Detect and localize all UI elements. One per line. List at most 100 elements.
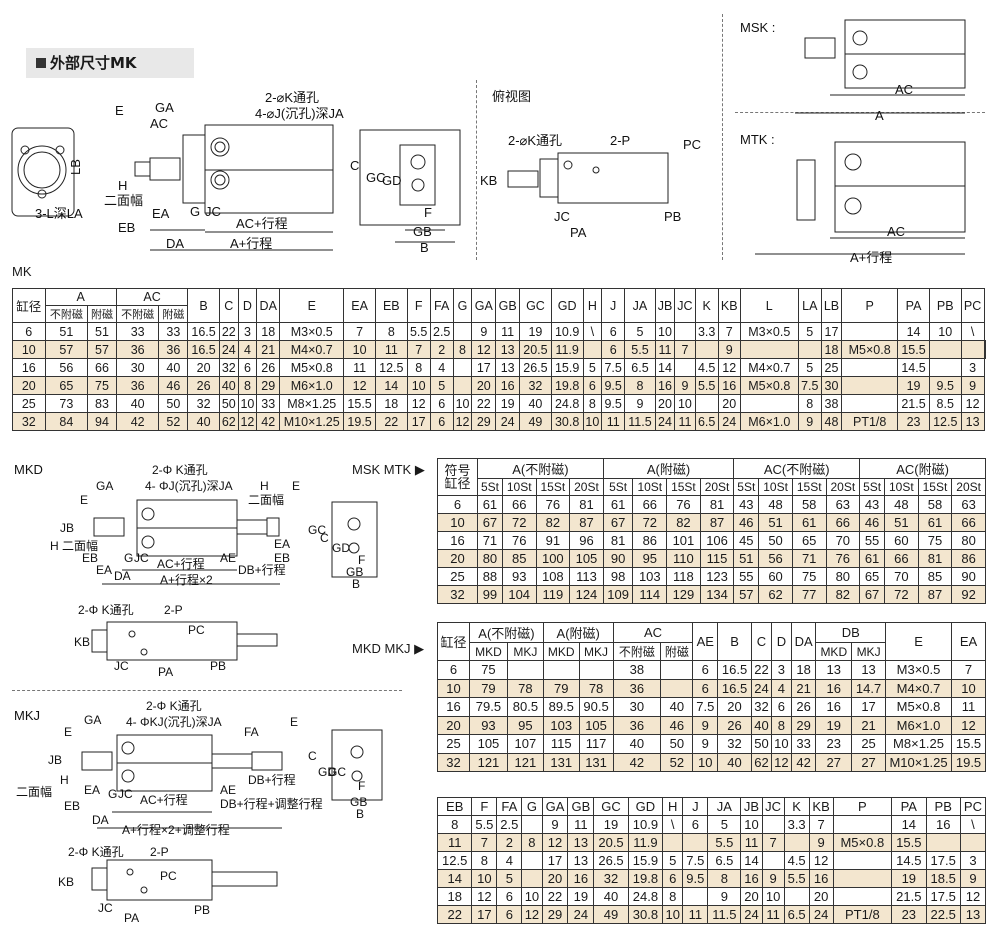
- table-cell: 3: [960, 358, 985, 377]
- table-cell: 110: [666, 549, 701, 568]
- table-cell: [674, 358, 696, 377]
- table-cell: 16: [815, 678, 853, 698]
- table-cell: 24: [654, 412, 676, 431]
- mkd-db: DB+行程: [238, 562, 286, 577]
- table-cell: 13: [567, 833, 595, 852]
- table-cell: 9: [707, 887, 742, 906]
- table-cell: \: [960, 322, 985, 341]
- table-cell: [660, 678, 694, 698]
- eb-header-cell: KB: [808, 797, 834, 816]
- label-gd: GD: [382, 173, 402, 188]
- table-cell: 33: [790, 734, 817, 754]
- mk-hdr-col: P: [841, 288, 899, 323]
- mkd-hdr-ae: AE: [692, 622, 719, 661]
- table-cell: 18: [790, 660, 817, 680]
- stroke-header: 15St: [666, 478, 701, 496]
- table-cell: 7: [951, 660, 986, 680]
- table-cell: 6: [770, 697, 792, 717]
- table-cell: 17: [471, 905, 498, 924]
- mkj-p: 2-P: [150, 845, 169, 859]
- table-cell: 90: [602, 549, 634, 568]
- table-cell: 19.5: [951, 752, 986, 772]
- table-cell: 12: [406, 394, 431, 413]
- table-cell: 51: [733, 549, 760, 568]
- mk-hdr-col: PB: [928, 288, 962, 323]
- eb-header-cell: PC: [959, 797, 987, 816]
- mkd-da: DA: [114, 569, 131, 583]
- table-cell: 26: [790, 697, 817, 717]
- table-cell: 46: [158, 376, 189, 395]
- mkj-gb: GB: [350, 795, 367, 809]
- table-cell: 14: [374, 376, 408, 395]
- table-cell: 95: [632, 549, 668, 568]
- table-cell: [682, 833, 709, 852]
- table-cell: 14: [654, 358, 676, 377]
- table-cell: 8: [624, 376, 656, 395]
- eb-header-cell: GC: [593, 797, 629, 816]
- mkd-g: G: [124, 551, 133, 565]
- table-cell: 10: [770, 734, 792, 754]
- table-cell: 19: [897, 376, 930, 395]
- mkd-hdr-d: D: [770, 622, 792, 661]
- eb-header-cell: GB: [567, 797, 595, 816]
- table-cell: 26.5: [593, 851, 629, 870]
- table-cell: 90: [951, 567, 986, 586]
- table-cell: 46: [733, 513, 760, 532]
- table-cell: 18: [256, 322, 281, 341]
- mkj-pa: PA: [124, 911, 139, 925]
- mk-hdr-no-mag: 不附磁: [115, 305, 160, 323]
- table-cell: 10: [437, 513, 478, 532]
- table-cell: 9: [960, 376, 985, 395]
- table-cell: 5.5: [406, 322, 431, 341]
- table-cell: 79: [542, 678, 580, 698]
- table-cell: 26: [256, 358, 281, 377]
- table-cell: 10: [582, 412, 603, 431]
- table-cell: 21: [851, 715, 887, 735]
- table-cell: 17: [541, 851, 569, 870]
- table-cell: 5: [429, 376, 454, 395]
- table-cell: 18.5: [925, 869, 961, 888]
- mkd-flat: 二面幅: [248, 492, 284, 507]
- mkd-hdr-db: DB: [815, 622, 887, 643]
- table-cell: 13: [567, 851, 595, 870]
- table-cell: 52: [660, 752, 694, 772]
- table-cell: 13: [495, 358, 521, 377]
- table-cell: 7: [808, 815, 834, 834]
- table-cell: 51: [884, 513, 919, 532]
- eb-header-cell: H: [662, 797, 684, 816]
- table-cell: 11.9: [627, 833, 664, 852]
- table-cell: 16.5: [717, 678, 752, 698]
- label-lb: LB: [68, 159, 83, 175]
- table-cell: 12: [959, 887, 987, 906]
- mkj-jb: JB: [48, 753, 62, 767]
- table-cell: 10: [928, 322, 962, 341]
- mk-hdr-col: GC: [519, 288, 552, 323]
- table-cell: 17: [820, 322, 843, 341]
- table-cell: 32: [187, 394, 220, 413]
- mkd-hdr-mkj: MKJ: [506, 642, 544, 661]
- table-cell: 70: [884, 567, 919, 586]
- table-cell: M3×0.5: [279, 322, 345, 341]
- table-cell: 32: [751, 697, 772, 717]
- table-cell: [783, 833, 810, 852]
- table-cell: 36: [115, 340, 160, 359]
- table-cell: 50: [218, 394, 239, 413]
- mkj-eb: EB: [64, 799, 80, 813]
- table-cell: 5: [496, 869, 523, 888]
- label-h: H: [118, 178, 127, 193]
- mkd-h2: H 二面幅: [50, 538, 98, 553]
- table-cell: 24: [495, 412, 521, 431]
- msk-mtk-drawing: MSK : AC A MTK : AC A+行程: [740, 19, 966, 265]
- table-cell: 50: [751, 734, 772, 754]
- table-cell: 80: [825, 567, 861, 586]
- table-cell: 7: [674, 340, 696, 359]
- table-cell: [660, 660, 694, 680]
- table-cell: 113: [569, 567, 604, 586]
- table-cell: 20.5: [593, 833, 629, 852]
- table-cell: 7.5: [692, 697, 719, 717]
- mkd-hdr-mkj: MKJ: [578, 642, 614, 661]
- table-cell: 6.5: [624, 358, 656, 377]
- table-cell: 12: [521, 905, 543, 924]
